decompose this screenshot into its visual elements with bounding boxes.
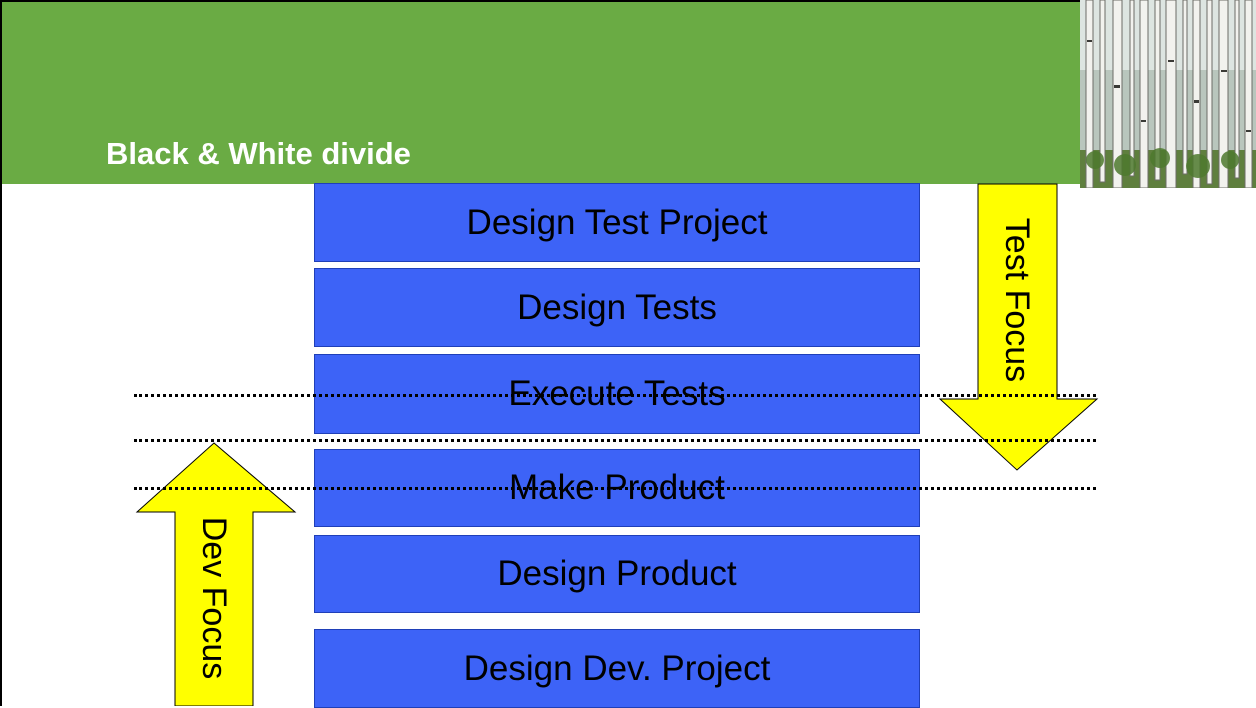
frame-top-border xyxy=(0,0,1256,2)
aspen-forest-graphic xyxy=(1080,0,1256,188)
step-design-dev-project: Design Dev. Project xyxy=(314,629,920,708)
slide-title: Black & White divide xyxy=(106,136,411,171)
divider-line-middle xyxy=(134,439,1096,442)
step-design-product: Design Product xyxy=(314,535,920,613)
divider-line-lower xyxy=(134,487,1096,490)
test-focus-arrow-shape xyxy=(938,183,1099,471)
step-design-test-project: Design Test Project xyxy=(314,183,920,262)
divider-line-upper xyxy=(134,394,1096,397)
dev-focus-arrow-shape xyxy=(135,442,297,706)
dev-focus-label: Dev Focus xyxy=(195,516,233,680)
frame-left-border xyxy=(0,0,2,706)
aspen-forest-image xyxy=(1080,0,1256,188)
step-design-tests: Design Tests xyxy=(314,268,920,347)
test-focus-label: Test Focus xyxy=(998,217,1036,383)
header-bar xyxy=(0,0,1080,184)
